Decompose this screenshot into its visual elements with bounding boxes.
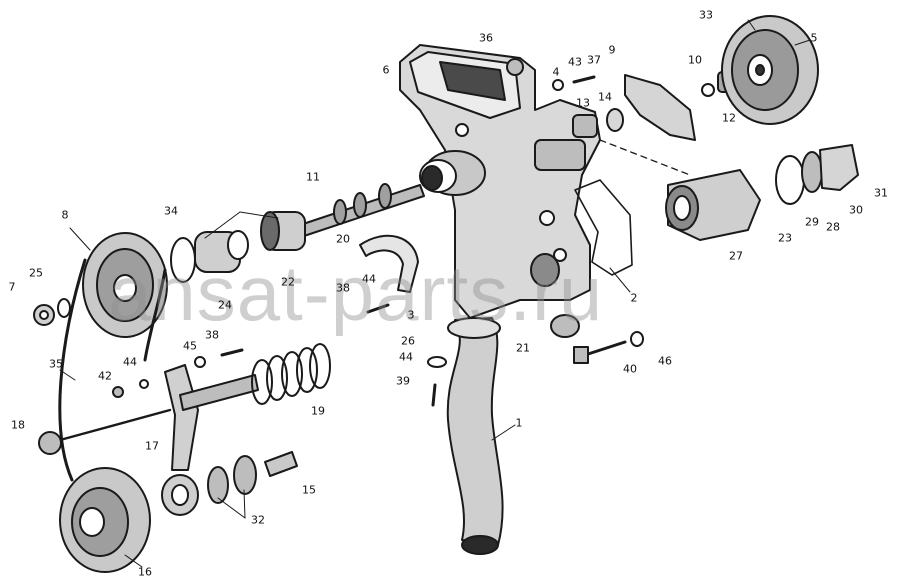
- label-part-38-upper: 38: [336, 281, 350, 295]
- label-part-39: 39: [396, 374, 410, 388]
- bolt-head-18: [38, 431, 62, 455]
- tensioner-arm: [164, 364, 199, 471]
- washer-46: [630, 331, 644, 347]
- washer-26: [427, 356, 447, 368]
- bolt-38-lower: [220, 348, 244, 357]
- label-part-44-lower: 44: [399, 350, 413, 364]
- nut-42: [112, 386, 124, 398]
- label-part-34: 34: [164, 204, 178, 218]
- label-part-16: 16: [138, 565, 152, 579]
- plug-21: [550, 314, 580, 338]
- label-part-42: 42: [98, 369, 112, 383]
- label-part-44-left: 44: [123, 355, 137, 369]
- label-part-37: 37: [587, 53, 601, 67]
- compression-spring: [251, 343, 331, 405]
- label-part-40: 40: [623, 362, 637, 376]
- washer-45: [194, 356, 206, 368]
- idler-bushing: [161, 474, 199, 516]
- pump-pulley: [721, 15, 819, 125]
- label-part-25: 25: [29, 266, 43, 280]
- washer-43: [552, 79, 564, 91]
- watermark-text: ansat-parts.ru: [108, 249, 604, 337]
- gasket: [574, 179, 633, 276]
- label-part-29: 29: [805, 215, 819, 229]
- label-part-4: 4: [552, 65, 560, 79]
- label-part-9: 9: [608, 43, 616, 57]
- label-part-12: 12: [722, 111, 736, 125]
- label-part-38-lower: 38: [205, 328, 219, 342]
- nut-7: [33, 304, 55, 326]
- pipe-opening: [461, 535, 499, 555]
- label-part-46: 46: [658, 354, 672, 368]
- label-part-10: 10: [688, 53, 702, 67]
- label-part-30: 30: [849, 203, 863, 217]
- bearing-34: [194, 230, 249, 273]
- label-part-11: 11: [306, 170, 320, 184]
- thermostat-assembly: [665, 144, 859, 241]
- idler-pin-15: [264, 451, 298, 477]
- drive-pulley-upper: [82, 232, 168, 338]
- label-part-45: 45: [183, 339, 197, 353]
- long-bolt-18: [58, 408, 172, 442]
- label-part-26: 26: [401, 334, 415, 348]
- dashed-alignment-line: [599, 139, 691, 176]
- label-part-32: 32: [251, 513, 265, 527]
- label-part-22: 22: [281, 275, 295, 289]
- bearing-22: [260, 211, 306, 251]
- label-part-19: 19: [311, 404, 325, 418]
- label-part-20: 20: [336, 232, 350, 246]
- tensioner-rod: [179, 374, 259, 411]
- leader-lines: [59, 19, 811, 568]
- label-part-35: 35: [49, 357, 63, 371]
- outlet-pipe: [446, 317, 504, 546]
- label-part-24: 24: [218, 298, 232, 312]
- label-part-3: 3: [407, 308, 415, 322]
- bolt-39: [431, 383, 437, 407]
- drive-pulley-lower: [59, 467, 151, 573]
- bolt-37: [572, 75, 596, 84]
- impeller: [624, 74, 696, 141]
- label-part-18: 18: [11, 418, 25, 432]
- label-part-6: 6: [382, 63, 390, 77]
- label-part-28: 28: [826, 220, 840, 234]
- label-part-44-mid: 44: [362, 272, 376, 286]
- label-part-17: 17: [145, 439, 159, 453]
- nut-36: [506, 58, 524, 76]
- label-part-5: 5: [810, 31, 818, 45]
- label-part-13: 13: [576, 96, 590, 110]
- label-part-14: 14: [598, 90, 612, 104]
- washer-44-left: [139, 379, 149, 389]
- drive-belt: [58, 258, 167, 482]
- label-part-33: 33: [699, 8, 713, 22]
- idler-bearings-32: [207, 455, 257, 504]
- label-part-23: 23: [778, 231, 792, 245]
- hose-clamp: [447, 317, 501, 339]
- bolt-38-upper: [366, 303, 390, 314]
- bracket: [359, 234, 419, 293]
- label-part-36: 36: [479, 31, 493, 45]
- bolt-40: [583, 340, 627, 357]
- bolt-head-40: [573, 346, 589, 364]
- label-part-15: 15: [302, 483, 316, 497]
- label-part-21: 21: [516, 341, 530, 355]
- shaft-collars: [333, 183, 392, 225]
- label-part-7: 7: [8, 280, 16, 294]
- pump-housing: [399, 44, 601, 319]
- label-part-2: 2: [630, 291, 638, 305]
- label-part-31: 31: [874, 186, 888, 200]
- label-part-43: 43: [568, 55, 582, 69]
- label-part-1: 1: [515, 416, 523, 430]
- snap-ring: [170, 237, 196, 283]
- washer-25: [57, 298, 71, 318]
- label-part-27: 27: [729, 249, 743, 263]
- label-part-8: 8: [61, 208, 69, 222]
